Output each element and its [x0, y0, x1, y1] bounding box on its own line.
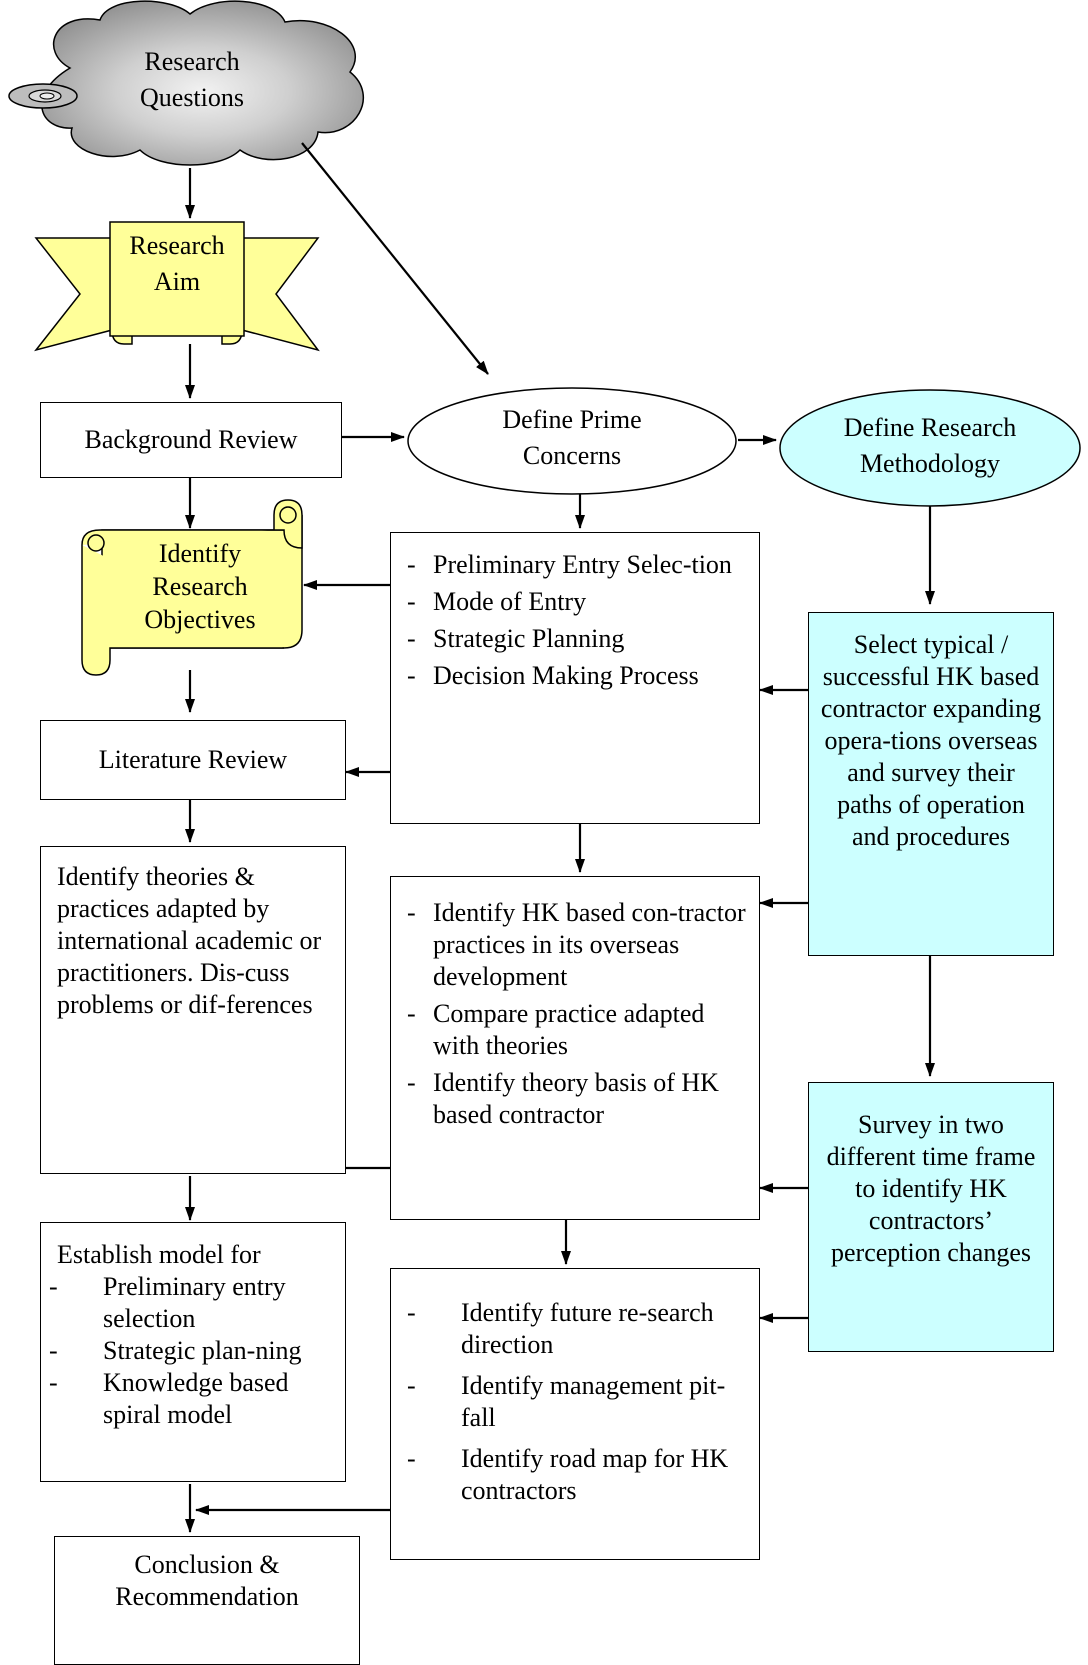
- prime-concerns-list: Preliminary Entry Selec-tion Mode of Ent…: [395, 549, 745, 692]
- list-item: Strategic plan-ning: [41, 1335, 335, 1367]
- list-item: Preliminary entry selection: [41, 1271, 335, 1335]
- list-item: Strategic Planning: [395, 623, 745, 655]
- survey-box: Survey in two different time frame to id…: [808, 1082, 1054, 1352]
- arrow-questions-to-prime-concerns: [301, 142, 489, 375]
- select-contractor-label: Select typical / successful HK based con…: [820, 630, 1042, 851]
- establish-model-list: Preliminary entry selection Strategic pl…: [41, 1271, 335, 1431]
- research-aim-banner: [34, 221, 320, 352]
- select-contractor-box: Select typical / successful HK based con…: [808, 612, 1054, 956]
- list-item: Decision Making Process: [395, 660, 745, 692]
- list-item: Mode of Entry: [395, 586, 745, 618]
- list-item: Compare practice adapted with theories: [395, 998, 749, 1062]
- research-questions-label: Research Questions: [140, 47, 244, 112]
- research-aim-label: Research Aim: [129, 231, 225, 296]
- establish-model-heading: Establish model for: [57, 1240, 261, 1269]
- practice-list-box: Identify HK based con-tractor practices …: [390, 876, 760, 1220]
- list-item: Identify road map for HK contractors: [399, 1443, 749, 1507]
- list-item: Identify HK based con-tractor practices …: [395, 897, 749, 993]
- survey-label: Survey in two different time frame to id…: [826, 1110, 1036, 1267]
- list-item: Identify theory basis of HK based contra…: [395, 1067, 749, 1131]
- define-prime-concerns-ellipse: [407, 387, 737, 495]
- define-research-methodology-label: Define Research Methodology: [843, 413, 1017, 478]
- list-item: Identify management pit-fall: [399, 1370, 749, 1434]
- identify-research-objectives-label: Identify Research Objectives: [144, 539, 256, 634]
- literature-review-box: Literature Review: [40, 720, 346, 800]
- define-prime-concerns-label: Define Prime Concerns: [502, 405, 642, 470]
- prime-concerns-list-box: Preliminary Entry Selec-tion Mode of Ent…: [390, 532, 760, 824]
- identify-theories-box: Identify theories & practices adapted by…: [40, 846, 346, 1174]
- research-objectives-scroll: [81, 499, 303, 676]
- list-item: Knowledge based spiral model: [41, 1367, 335, 1431]
- list-item: Preliminary Entry Selec-tion: [395, 549, 745, 581]
- conclusion-box: Conclusion & Recommendation: [54, 1536, 360, 1665]
- establish-model-box: Establish model for Preliminary entry se…: [40, 1222, 346, 1482]
- background-review-label: Background Review: [84, 425, 298, 454]
- conclusion-label: Conclusion & Recommendation: [115, 1550, 299, 1611]
- practice-list: Identify HK based con-tractor practices …: [395, 897, 749, 1131]
- future-list-box: Identify future re-search direction Iden…: [390, 1268, 760, 1560]
- future-list: Identify future re-search direction Iden…: [399, 1297, 749, 1507]
- background-review-box: Background Review: [40, 402, 342, 478]
- identify-theories-label: Identify theories & practices adapted by…: [57, 862, 322, 1019]
- research-questions-cloud: [8, 0, 365, 166]
- literature-review-label: Literature Review: [98, 745, 288, 774]
- list-item: Identify future re-search direction: [399, 1297, 749, 1361]
